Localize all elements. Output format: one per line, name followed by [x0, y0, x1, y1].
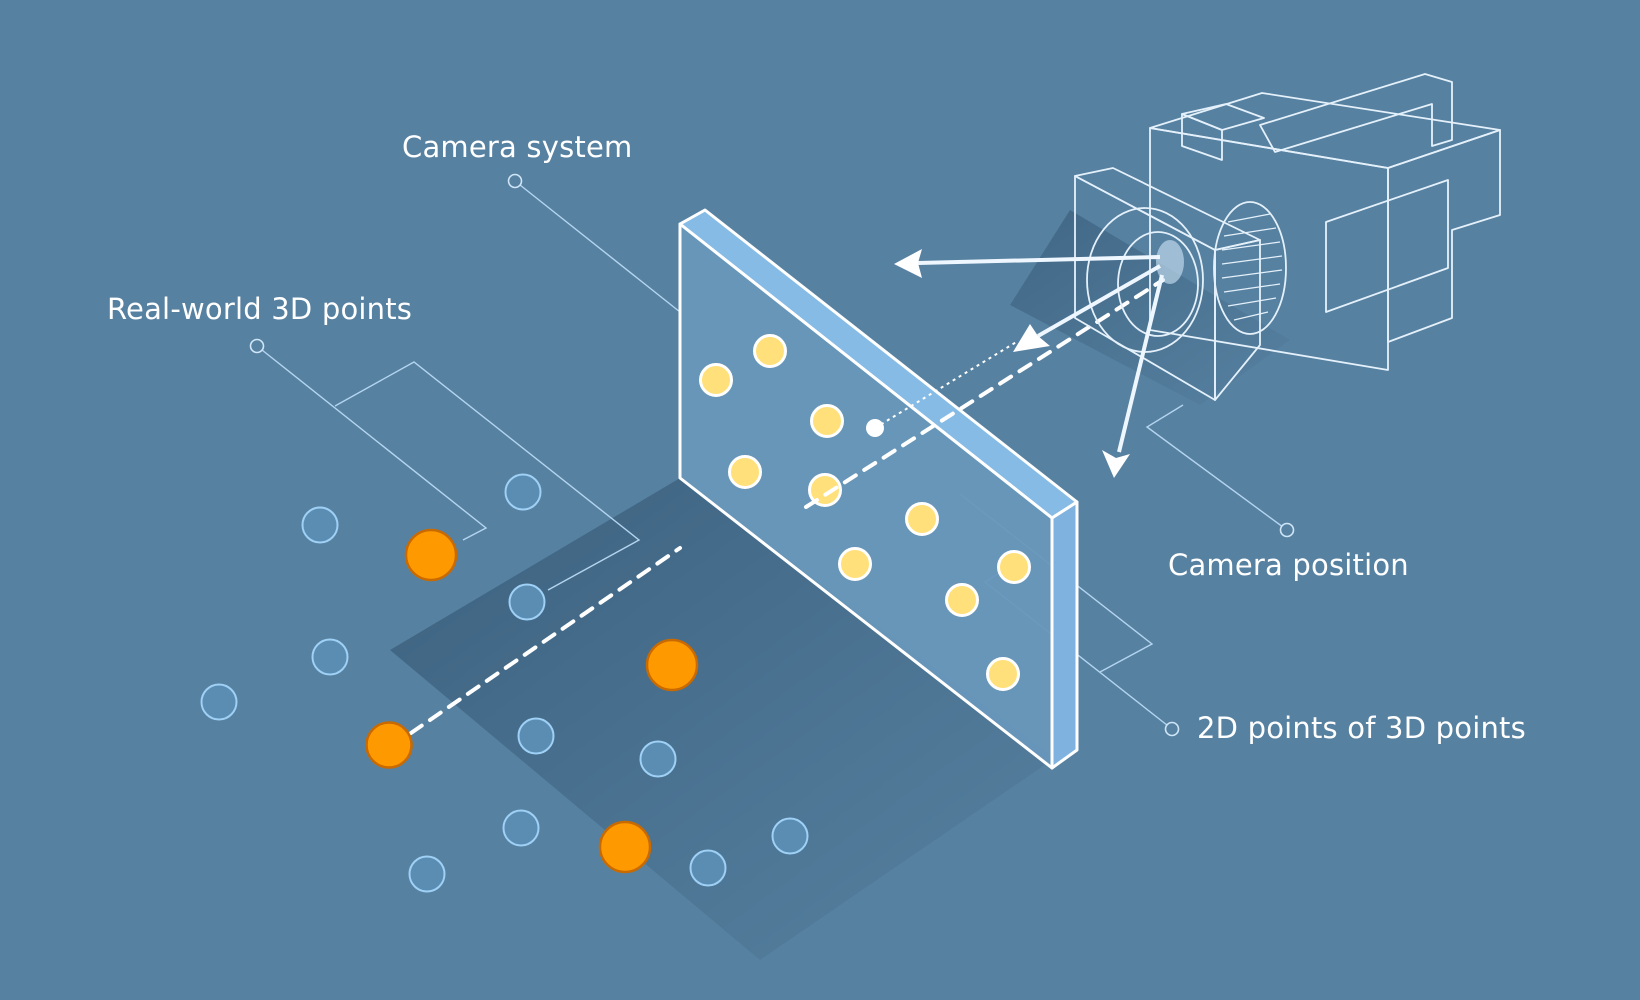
label-camera-system: Camera system — [402, 130, 633, 164]
camera-barrel — [1213, 201, 1287, 335]
real-world-point — [639, 740, 677, 778]
projection-ray-front — [804, 278, 1165, 509]
real-world-point — [504, 473, 542, 511]
camera-icon — [1074, 73, 1501, 401]
camera-body-front — [1149, 127, 1389, 371]
real-world-point — [508, 583, 546, 621]
highlight-point-ray-origin — [365, 721, 413, 769]
camera-screen — [1325, 179, 1449, 313]
leader-camera-position — [1145, 404, 1288, 531]
leader-real-world-points — [256, 345, 488, 541]
camera-barrel-ridges — [1221, 213, 1283, 321]
camera-lens-inner — [1117, 231, 1199, 337]
projected-point — [753, 334, 787, 368]
plane-shadow — [390, 478, 1055, 960]
projection-ray-back — [409, 546, 682, 735]
projected-point — [997, 550, 1031, 584]
projected-point — [699, 363, 733, 397]
highlighted-point — [645, 638, 699, 692]
arrow-x-axis-shaft — [917, 255, 1161, 265]
camera-handle — [1259, 73, 1453, 153]
highlighted-point — [404, 528, 458, 582]
principal-point — [866, 419, 884, 437]
projected-point — [728, 455, 762, 489]
projected-point — [986, 657, 1020, 691]
leader-projected-points-end — [1164, 721, 1180, 737]
label-real-world-points: Real-world 3D points — [107, 292, 413, 326]
leader-camera-position-end — [1279, 522, 1295, 538]
arrow-icon — [1102, 450, 1130, 478]
ground-bracket-left — [334, 361, 641, 591]
arrow-z-axis-shaft — [1117, 274, 1164, 453]
label-camera-position: Camera position — [1168, 548, 1409, 582]
highlighted-point — [598, 820, 652, 874]
real-world-point — [771, 817, 809, 855]
real-world-point — [200, 683, 238, 721]
real-world-point — [502, 809, 540, 847]
real-world-point — [689, 849, 727, 887]
label-projected-points: 2D points of 3D points — [1197, 711, 1526, 745]
projected-point — [838, 547, 872, 581]
real-world-point — [301, 506, 339, 544]
real-world-point — [517, 717, 555, 755]
camera-body-side — [1387, 129, 1501, 343]
real-world-point — [408, 855, 446, 893]
projected-point — [945, 583, 979, 617]
camera-lens-hood-front — [1074, 175, 1216, 401]
real-world-points — [200, 473, 809, 893]
arrow-icon — [1013, 324, 1050, 352]
real-world-point — [311, 638, 349, 676]
camera-lens-glint — [1156, 240, 1184, 284]
image-plane-side-edge — [1050, 500, 1079, 770]
projected-point — [905, 502, 939, 536]
arrow-y-axis-shaft — [1037, 264, 1161, 338]
camera-axes — [894, 249, 1164, 478]
camera-viewfinder-top — [1181, 103, 1265, 131]
leader-real-world-points-end — [249, 338, 265, 354]
projected-point — [810, 404, 844, 438]
projected-point — [808, 473, 842, 507]
leader-camera-system-end — [507, 173, 523, 189]
highlighted-points — [404, 528, 699, 874]
projected-points — [699, 334, 1031, 691]
arrow-icon — [894, 249, 922, 278]
leader-camera-system — [514, 180, 681, 313]
camera-viewfinder — [1181, 113, 1223, 161]
